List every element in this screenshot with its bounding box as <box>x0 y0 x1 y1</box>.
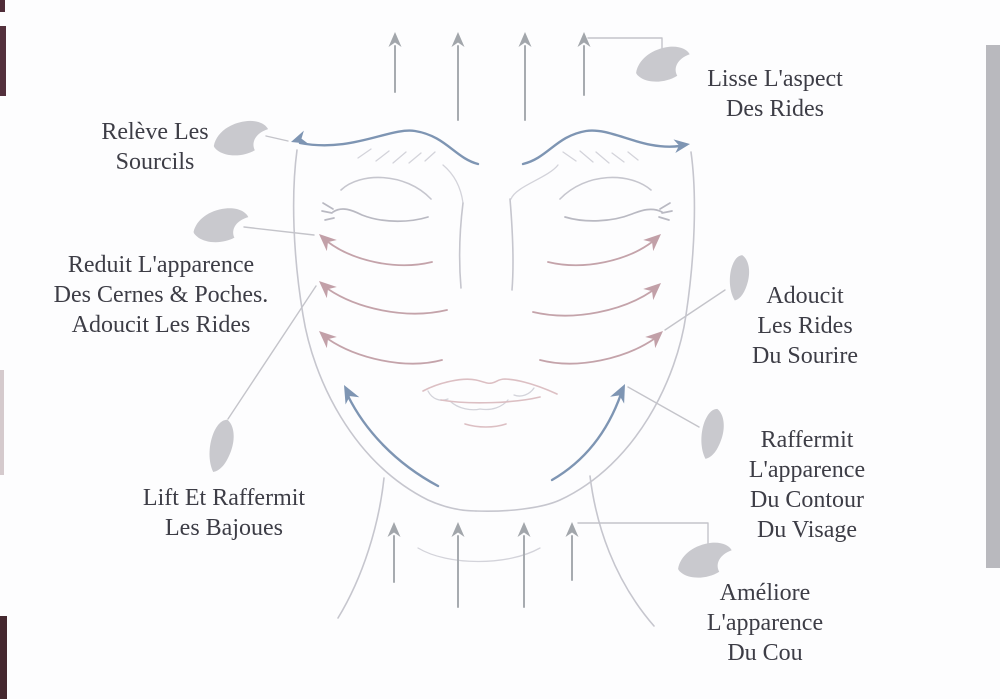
eyelashes-right <box>658 202 673 221</box>
jaw-arrow-right <box>550 380 633 482</box>
label-line: Adoucit <box>766 283 844 309</box>
gua-sha-tool-icon-lift <box>204 417 238 475</box>
screenshot-edge-artifact-top-left <box>0 0 5 12</box>
face-outline <box>292 149 696 627</box>
label-line: Reduit L'apparence <box>67 252 255 278</box>
top-direction-arrows <box>388 32 591 121</box>
screenshot-edge-artifact-left-middle <box>0 370 4 475</box>
label-line: Du Sourire <box>752 343 858 369</box>
label-releve-les-sourcils: Relève Les Sourcils <box>101 117 208 177</box>
brow-hatching-right <box>562 150 639 164</box>
gua-sha-tool-icon-ameliore <box>674 539 736 582</box>
screenshot-edge-artifact-left-lower <box>0 616 7 699</box>
label-line: Sourcils <box>115 149 195 175</box>
label-line: Des Rides <box>725 96 824 122</box>
label-ameliore-cou: Améliore L'apparence Du Cou <box>707 578 823 668</box>
label-line: Du Visage <box>756 517 858 543</box>
connector-lines <box>227 37 726 547</box>
gua-sha-tool-icon-releve <box>211 118 272 159</box>
label-line: Des Cernes & Poches. <box>53 282 269 308</box>
lips <box>422 378 558 428</box>
label-lift-bajoues: Lift Et Raffermit Les Bajoues <box>143 483 305 543</box>
jaw-arrow-left <box>337 381 440 488</box>
brow-arrow-left <box>288 129 480 166</box>
label-line: Du Contour <box>750 487 864 513</box>
label-line: L'apparence <box>748 457 866 483</box>
label-reduit-cernes-poches: Reduit L'apparence Des Cernes & Poches. … <box>54 250 269 340</box>
label-line: Adoucit Les Rides <box>71 312 251 338</box>
label-adoucit-rides-sourire: Adoucit Les Rides Du Sourire <box>752 281 858 371</box>
eyelashes-left <box>321 202 335 221</box>
label-line: L'apparence <box>706 610 824 636</box>
neck-direction-arrows <box>387 522 579 608</box>
gua-sha-tool-icon-raffermit <box>697 406 728 462</box>
gua-sha-tool-icon-adoucit <box>727 254 752 302</box>
gua-sha-tool-icon-reduit <box>191 206 251 245</box>
label-line: Du Cou <box>727 640 803 666</box>
label-line: Raffermit <box>760 427 854 453</box>
nose <box>427 198 535 411</box>
label-line: Améliore <box>719 580 811 606</box>
label-line: Relève Les <box>101 119 209 145</box>
cheek-arrows-left <box>313 228 448 365</box>
brow-hatching-left <box>357 148 436 164</box>
eyes <box>321 176 673 223</box>
label-raffermit-contour-visage: Raffermit L'apparence Du Contour Du Visa… <box>749 425 865 545</box>
screenshot-edge-artifact-left-upper <box>0 26 6 96</box>
brow-arrow-right <box>521 129 691 166</box>
label-line: Lift Et Raffermit <box>142 485 306 511</box>
eyebrows <box>357 148 639 204</box>
cheek-arrows-right <box>532 228 669 365</box>
label-lisse-aspect-rides: Lisse L'aspect Des Rides <box>707 64 843 124</box>
label-line: Les Bajoues <box>165 515 283 541</box>
label-line: Les Rides <box>757 313 853 339</box>
screenshot-edge-artifact-right-bar <box>986 45 1000 568</box>
gua-sha-tool-icon-lisse <box>632 43 694 86</box>
label-line: Lisse L'aspect <box>707 66 843 92</box>
